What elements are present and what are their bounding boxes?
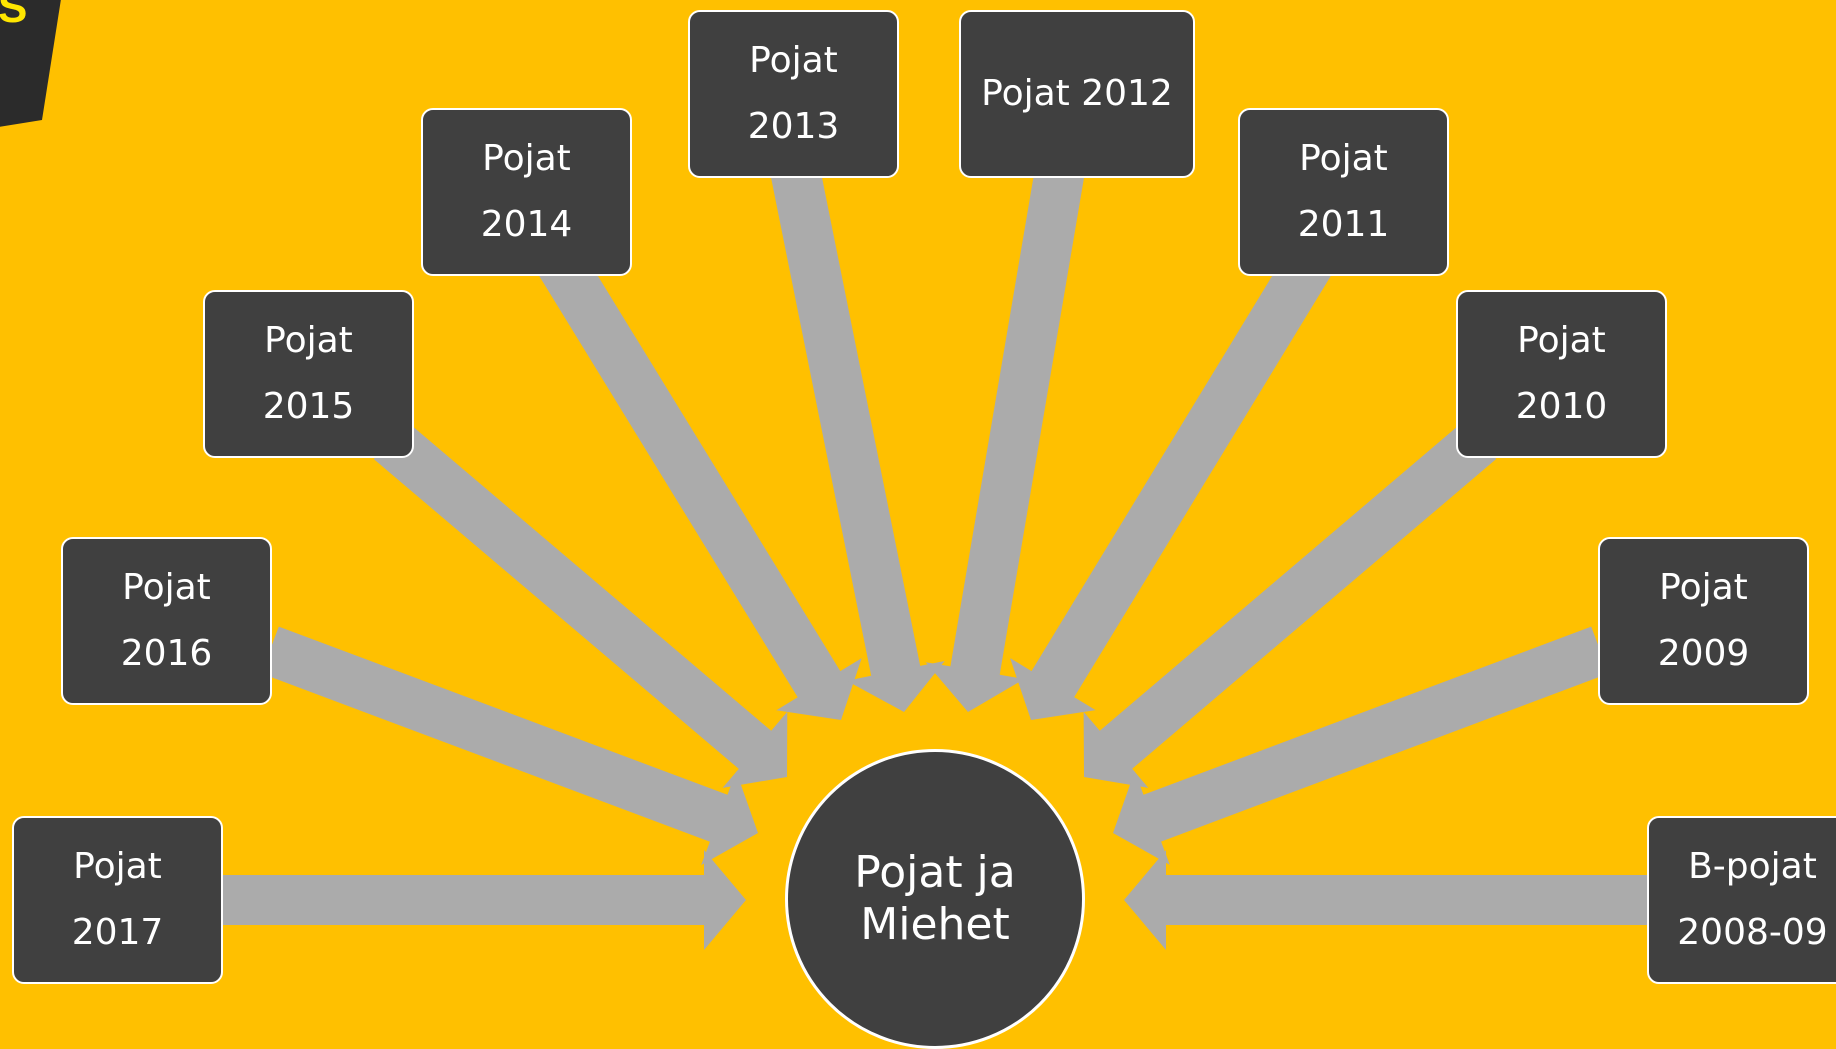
node-label: Pojat 2016 — [120, 567, 213, 674]
arrow-2009 — [1113, 626, 1609, 865]
node-label: B-pojat 2008-09 — [1677, 846, 1828, 953]
arrow-2014 — [538, 248, 862, 720]
node-label: Pojat 2015 — [262, 320, 355, 427]
arrow-2013 — [770, 165, 945, 713]
logo-text: S — [0, 0, 27, 32]
node-label: Pojat 2012 — [981, 73, 1173, 114]
node-label: Pojat 2010 — [1515, 320, 1608, 427]
node-pojat-2016: Pojat 2016 — [61, 537, 272, 705]
hub-label: Pojat ja Miehet — [854, 847, 1016, 950]
node-label: Pojat 2013 — [747, 40, 840, 147]
node-label: Pojat 2014 — [480, 138, 573, 245]
arrow-2017 — [222, 850, 746, 950]
node-pojat-2014: Pojat 2014 — [421, 108, 632, 276]
hub-node: Pojat ja Miehet — [785, 749, 1085, 1049]
node-label: Pojat 2009 — [1657, 567, 1750, 674]
node-pojat-2012: Pojat 2012 — [959, 10, 1195, 178]
arrow-2010 — [1083, 421, 1497, 788]
node-b-pojat-2008-09: B-pojat 2008-09 — [1647, 816, 1836, 984]
logo-badge: S — [0, 0, 61, 127]
arrow-2016 — [261, 626, 758, 866]
arrow-2012 — [925, 165, 1085, 713]
arrow-2011 — [1010, 249, 1332, 720]
node-pojat-2009: Pojat 2009 — [1598, 537, 1809, 705]
node-pojat-2010: Pojat 2010 — [1456, 290, 1667, 458]
node-label: Pojat 2017 — [71, 846, 164, 953]
node-pojat-2017: Pojat 2017 — [12, 816, 223, 984]
node-label: Pojat 2011 — [1297, 138, 1390, 245]
arrow-b2008-09 — [1124, 850, 1650, 950]
node-pojat-2011: Pojat 2011 — [1238, 108, 1449, 276]
arrow-2015 — [373, 420, 788, 788]
node-pojat-2013: Pojat 2013 — [688, 10, 899, 178]
node-pojat-2015: Pojat 2015 — [203, 290, 414, 458]
